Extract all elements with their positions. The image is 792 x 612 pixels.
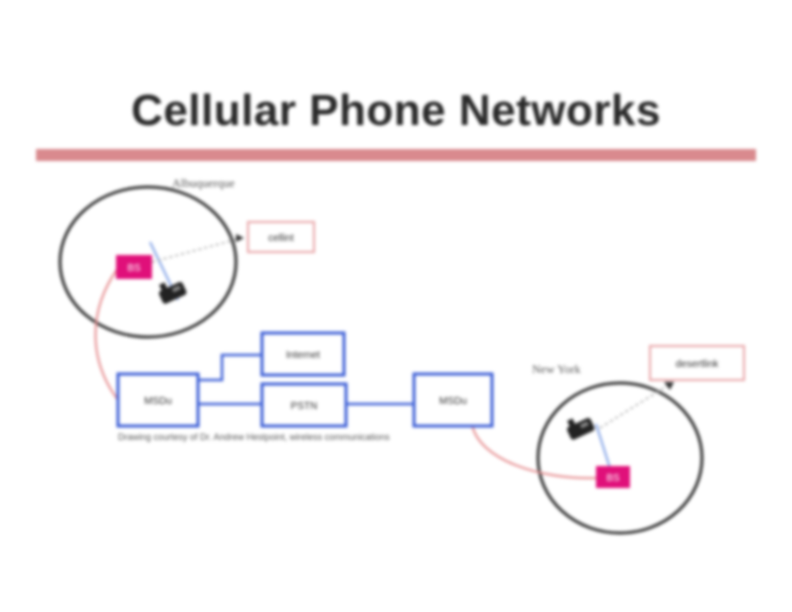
pstn-label: PSTN [291,401,318,412]
phone-icon [566,417,595,440]
title-rule [36,149,756,161]
callee-bottom-label: desertlink [676,359,720,370]
msc-right-box [412,372,494,428]
phone-icon [158,281,187,304]
city-label-bottom: New York [532,362,581,376]
callee-top-label: cellint [268,233,294,244]
base-station-bottom [596,466,630,488]
cell-circle-bottom [536,381,704,535]
link-msc-internet [198,353,262,382]
figure-caption: Drawing courtesy of Dr. Andrew Hestpoint… [118,432,390,442]
msc-right-label: MSDu [439,396,467,407]
base-station-bottom-label: BS [606,473,620,484]
city-label-top: Albuquerque [172,176,235,190]
arrowhead-bottom [664,382,674,390]
msc-left-box [116,372,200,428]
wire-bottom-msc-bs [471,424,599,480]
msc-left-label: MSDu [144,396,172,407]
pstn-box [260,382,348,428]
callee-bottom-box [649,345,745,381]
dotted-link-bottom [599,383,671,429]
cell-circle-top [58,185,238,339]
wire-top-bs-msc [94,267,119,401]
callee-top-box [247,221,315,253]
slide-title: Cellular Phone Networks [131,86,661,135]
radio-link-bottom [595,423,611,469]
base-station-top [116,255,152,279]
internet-label: Internet [286,350,320,361]
internet-box [260,331,346,377]
dotted-link-top [151,237,243,263]
base-station-top-label: BS [127,263,141,274]
arrowhead-top [236,234,244,242]
